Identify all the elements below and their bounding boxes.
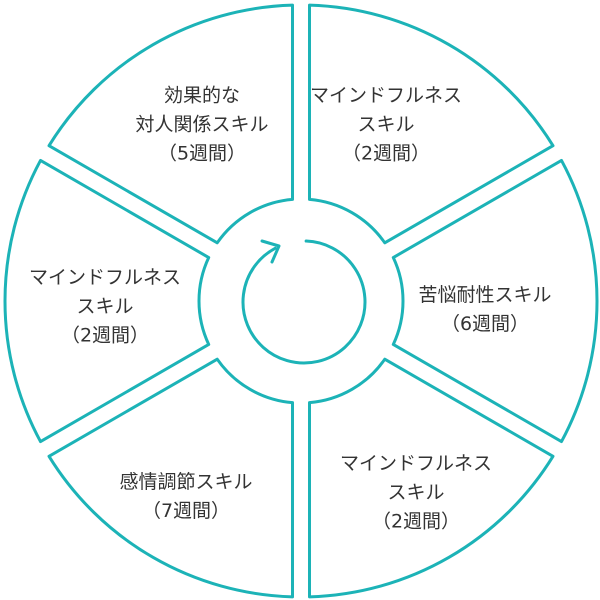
label-line: スキル — [387, 481, 445, 504]
segment-interpersonal — [47, 3, 294, 245]
label-line: マインドフルネス — [339, 452, 493, 475]
label-line: 対人関係スキル — [135, 113, 269, 136]
label-line: （7週間） — [141, 500, 231, 522]
segment-label-mindfulness-2: マインドフルネス スキル （2週間） — [340, 450, 492, 537]
arrow-head — [260, 239, 281, 264]
segment-label-distress-tolerance: 苦悩耐性スキル （6週間） — [418, 281, 551, 339]
segment-label-emotion-regulation: 感情調節スキル （7週間） — [119, 468, 252, 526]
label-line: （5週間） — [157, 142, 247, 165]
segment-label-mindfulness-1: マインドフルネス スキル （2週間） — [310, 82, 462, 169]
label-line: （2週間） — [341, 142, 431, 165]
label-line: （2週間） — [371, 510, 461, 533]
label-line: マインドフルネス — [28, 266, 182, 289]
segment-label-mindfulness-3: マインドフルネス スキル （2週間） — [29, 264, 181, 351]
cycle-arrow-icon — [241, 239, 367, 365]
label-line: マインドフルネス — [309, 84, 463, 107]
label-line: 効果的な — [163, 84, 241, 107]
label-line: 感情調節スキル — [119, 471, 253, 493]
label-line: スキル — [76, 295, 134, 318]
segment-mindfulness-2 — [308, 357, 555, 599]
label-line: 苦悩耐性スキル — [418, 284, 552, 306]
cycle-arc — [241, 239, 367, 365]
segment-mindfulness-3 — [3, 158, 211, 444]
segment-mindfulness-1 — [308, 3, 555, 245]
label-line: （6週間） — [440, 313, 530, 335]
label-line: スキル — [357, 113, 415, 136]
segment-emotion-regulation — [47, 357, 294, 599]
segment-label-interpersonal: 効果的な 対人関係スキル （5週間） — [135, 82, 268, 169]
label-line: （2週間） — [60, 324, 150, 347]
segment-distress-tolerance — [391, 158, 599, 444]
